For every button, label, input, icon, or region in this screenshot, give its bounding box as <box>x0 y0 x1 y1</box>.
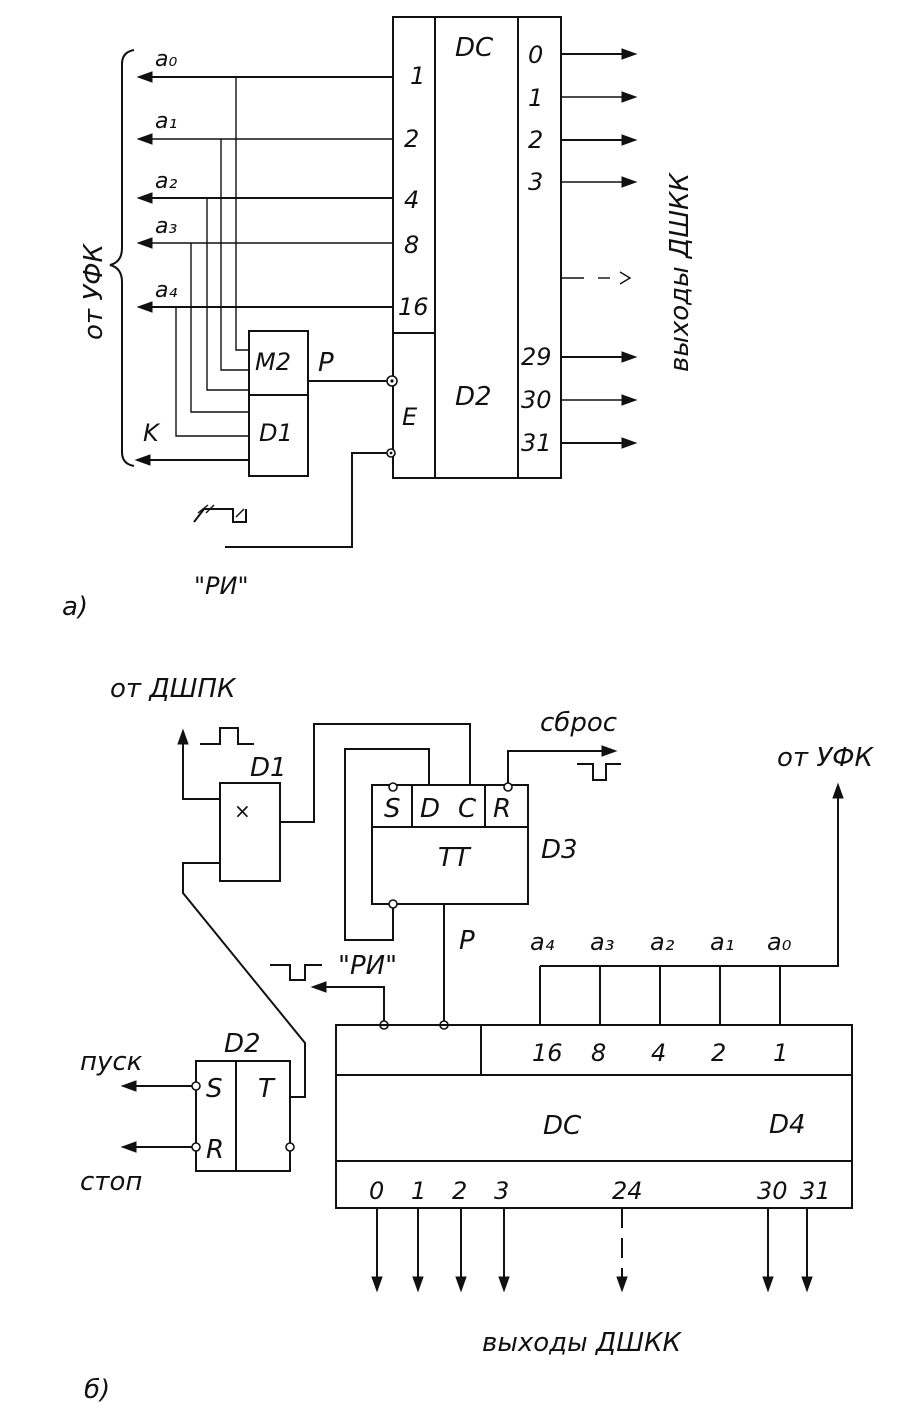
from-ufk-label: от УФК <box>79 242 109 340</box>
d1-label: D1 <box>259 419 293 447</box>
a4-label: a₄ <box>155 278 177 303</box>
d4-output-2: 2 <box>452 1177 467 1205</box>
address-lines <box>136 71 393 313</box>
b-p-label: P <box>459 926 475 956</box>
b-a1-label: a₁ <box>710 928 734 956</box>
parity-block-d1: M2 D1 <box>248 330 309 477</box>
reset-label: сброс <box>540 708 617 738</box>
caption-a: а) <box>62 592 88 622</box>
weight-16: 16 <box>532 1039 563 1067</box>
from-ufk-label: от УФК <box>777 743 875 773</box>
b-outputs-label: выходы ДШКК <box>482 1328 682 1358</box>
m2-label: M2 <box>255 348 291 376</box>
d3-c: C <box>458 794 477 824</box>
part-a: от УФК DC D2 E 1 2 4 8 16 0 1 2 3 29 30 … <box>62 16 695 622</box>
dc-input-16: 16 <box>398 293 429 321</box>
d3-ref: D3 <box>541 835 578 865</box>
a1-label: a₁ <box>155 109 177 134</box>
b-a2-label: a₂ <box>650 928 675 956</box>
d4-output-30: 30 <box>757 1177 788 1205</box>
dc-output-2: 2 <box>528 126 543 154</box>
weight-4: 4 <box>651 1039 666 1067</box>
d4-output-0: 0 <box>369 1177 384 1205</box>
dc-title: DC <box>455 33 494 63</box>
dc-enable-label: E <box>402 403 418 431</box>
parity-taps <box>175 77 249 437</box>
from-dshpk-label: от ДШПК <box>110 674 237 704</box>
dc-output-3: 3 <box>528 168 543 196</box>
d2-s: S <box>206 1074 223 1104</box>
part-b: от ДШПК × D1 S D C R TT D3 <box>80 674 875 1405</box>
block-d1: × D1 <box>219 753 287 882</box>
a2-label: a₂ <box>155 169 177 194</box>
dc-output-30: 30 <box>521 386 552 414</box>
dc-input-1: 1 <box>410 62 425 90</box>
d1-symbol: × <box>234 799 251 823</box>
trigger-d2: D2 S R T <box>191 1029 295 1172</box>
k-label: K <box>143 419 161 447</box>
dc-input-2: 2 <box>404 125 419 153</box>
decoder-d4: 16 8 4 2 1 DC D4 0 1 2 3 24 30 31 <box>335 1024 853 1209</box>
caption-b: б) <box>84 1375 110 1405</box>
dc-output-29: 29 <box>521 343 552 371</box>
d1-ref: D1 <box>250 753 287 783</box>
weight-2: 2 <box>711 1039 726 1067</box>
d4-output-arrows <box>371 1208 813 1293</box>
d4-ref: D4 <box>769 1110 806 1140</box>
dc-ref: D2 <box>455 382 492 412</box>
ri-pulse-icon <box>193 504 247 523</box>
dc-input-8: 8 <box>404 231 419 259</box>
start-label: пуск <box>80 1047 143 1077</box>
weight-1: 1 <box>773 1039 788 1067</box>
stop-label: стоп <box>80 1167 142 1197</box>
d4-output-31: 31 <box>800 1177 831 1205</box>
d4-title: DC <box>543 1111 582 1141</box>
dc-input-4: 4 <box>404 186 419 214</box>
d3-r: R <box>493 794 511 824</box>
dc-output-0: 0 <box>528 41 543 69</box>
d2-r: R <box>206 1135 224 1165</box>
d4-output-3: 3 <box>494 1177 509 1205</box>
weight-8: 8 <box>591 1039 606 1067</box>
d4-output-1: 1 <box>411 1177 426 1205</box>
b-a4-label: a₄ <box>530 928 555 956</box>
ri-label: "РИ" <box>194 572 249 600</box>
decoder-d2: DC D2 E 1 2 4 8 16 0 1 2 3 29 30 31 <box>392 16 562 479</box>
d3-d: D <box>420 794 440 824</box>
d2-t: T <box>258 1074 276 1104</box>
a0-label: a₀ <box>155 47 177 72</box>
dc-output-1: 1 <box>528 84 543 112</box>
dc-output-arrows <box>561 48 638 449</box>
input-brace <box>109 49 135 467</box>
p-label: P <box>318 348 334 378</box>
d2-ref: D2 <box>224 1029 261 1059</box>
b-ri-label: "РИ" <box>338 951 397 981</box>
dc-output-31: 31 <box>521 429 552 457</box>
b-a3-label: a₃ <box>590 928 614 956</box>
trigger-d3: S D C R TT D3 <box>371 782 578 909</box>
d3-title: TT <box>438 843 472 873</box>
d4-output-24: 24 <box>612 1177 643 1205</box>
outputs-label: выходы ДШКК <box>665 172 695 372</box>
d3-s: S <box>384 794 401 824</box>
b-a0-label: a₀ <box>767 928 792 956</box>
a3-label: a₃ <box>155 214 177 239</box>
